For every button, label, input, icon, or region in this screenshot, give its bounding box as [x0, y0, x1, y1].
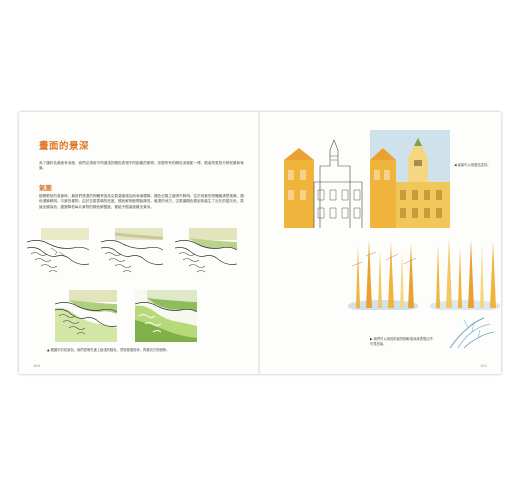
- forest-illustration-light: [430, 236, 500, 310]
- left-page: 畫面的景深 為了讓彩色畫面有深度，我們必須用不同濃淺的顏色表現不同距離的景物，形…: [19, 112, 260, 374]
- page-number-right: 101: [480, 364, 487, 368]
- landscape-painting-final: [135, 290, 197, 342]
- landscape-sketch-4: [55, 290, 117, 342]
- intro-paragraph: 為了讓彩色畫面有深度，我們必須用不同濃淺的顏色表現不同距離的景物，形塑所有的顏色…: [39, 161, 244, 171]
- section-heading: 氣圍: [39, 184, 52, 192]
- blue-trunks-illustration: [449, 317, 495, 349]
- building-illustration-colored: [370, 130, 450, 228]
- book-spread: 畫面的景深 為了讓彩色畫面有深度，我們必須用不同濃淺的顏色表現不同距離的景物，形…: [19, 112, 501, 374]
- page-number: 100: [33, 364, 40, 368]
- forest-illustration-color: [348, 236, 418, 310]
- body-paragraph: 觀察眼前的風景時，最前們遠遠的物體會因為空氣濃度增加而漸漸模糊，顏色也隨之變得不…: [39, 194, 244, 209]
- page-title: 畫面的景深: [39, 141, 90, 152]
- landscape-sketch-2: [101, 228, 163, 280]
- figure-caption: ▲ 範圖中的前景色，我們透明先畫上最淺的顏色，然後慢慢前深，再畫前方的細節。: [47, 348, 170, 352]
- landscape-sketch-1: [27, 228, 89, 280]
- caption-buildings: ◀ 景景可以用藍色塗抹。: [454, 163, 491, 167]
- right-page: ◀ 景景可以用藍色塗抹。: [260, 112, 501, 374]
- landscape-sketch-3: [175, 228, 237, 280]
- caption-forest: ▶ 我們可以用前前景的樹幹增添來表現出不可見的景。: [370, 337, 433, 346]
- building-illustration-sketch: [284, 139, 363, 228]
